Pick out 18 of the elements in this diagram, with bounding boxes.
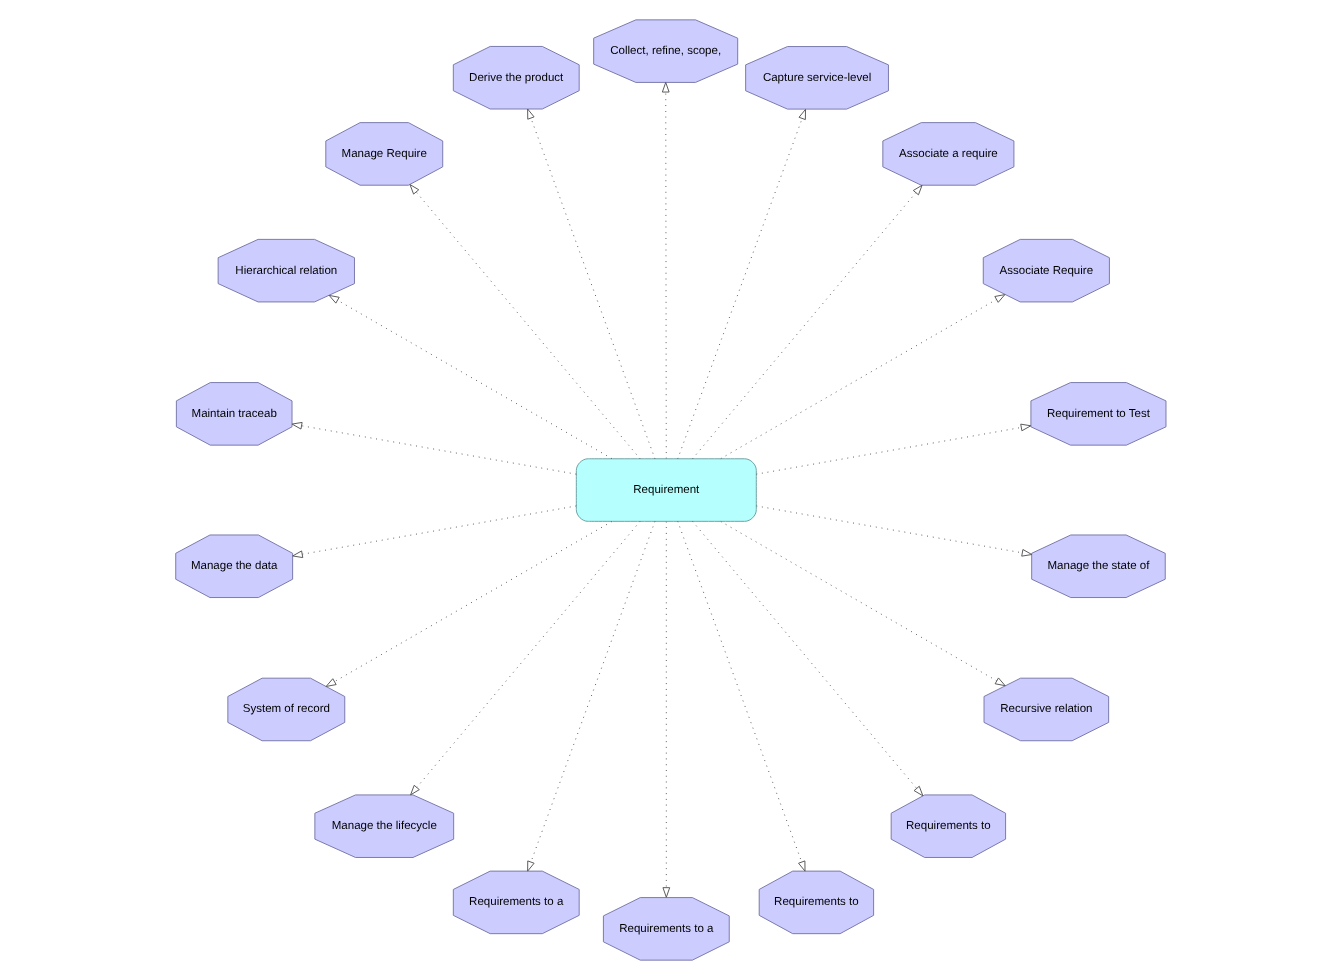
arrow: [719, 521, 1005, 687]
arrow: [526, 108, 655, 460]
arrow: [291, 505, 576, 559]
arrow: [691, 520, 923, 797]
arrow: [290, 421, 576, 475]
arrow: [719, 294, 1005, 460]
arrow: [754, 505, 1032, 557]
arrow: [676, 108, 805, 460]
arrow: [409, 520, 640, 796]
arrow: [327, 294, 612, 460]
arrow: [526, 520, 655, 872]
arrow: [754, 423, 1031, 475]
arrow: [408, 184, 640, 460]
arrow: [691, 184, 922, 460]
arrow: [660, 81, 669, 459]
arrow: [661, 521, 670, 898]
arrow: [676, 520, 805, 872]
arrow: [324, 521, 612, 687]
